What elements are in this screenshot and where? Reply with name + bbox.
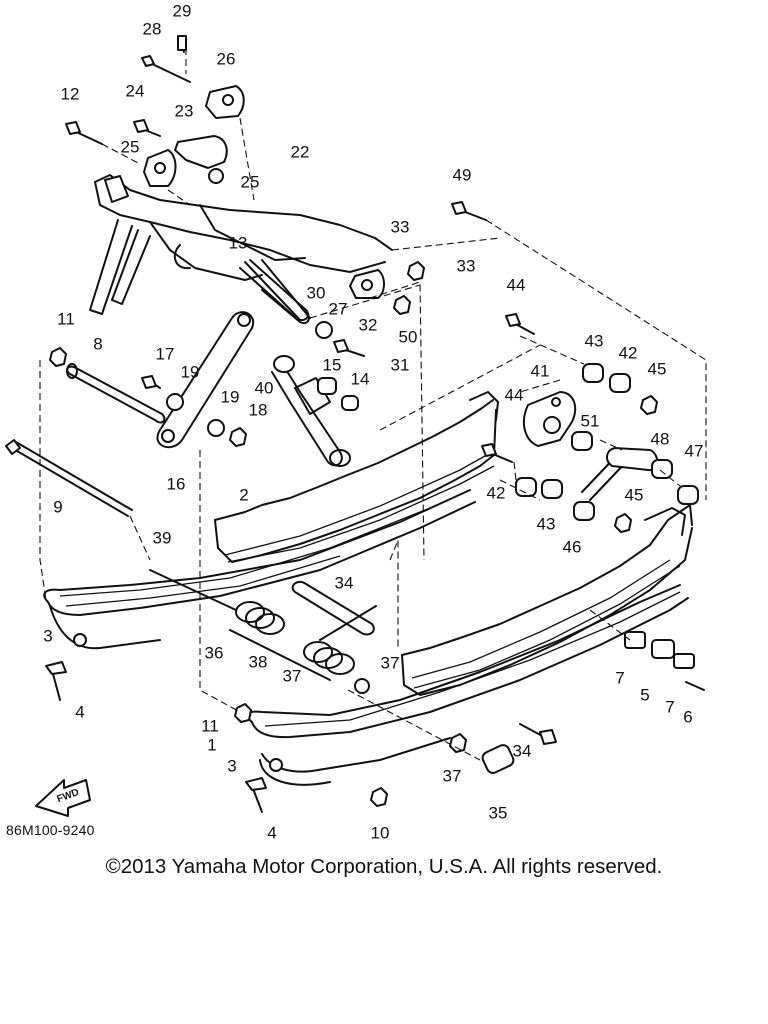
callout-36b: 37 — [283, 666, 302, 685]
callout-25: 26 — [217, 49, 236, 68]
callout-20: 22 — [291, 142, 310, 161]
callout-18: 18 — [249, 400, 268, 419]
drawing-code: 86M100-9240 — [6, 822, 95, 838]
callout-3a: 3 — [43, 626, 52, 645]
callout-35: 35 — [489, 803, 508, 822]
callout-44b: 44 — [505, 385, 524, 404]
right-slide-rail — [402, 505, 692, 695]
callout-6: 6 — [683, 707, 692, 726]
alignment-leader-lines — [40, 48, 706, 760]
rear-link-46 — [582, 448, 657, 500]
callout-45a: 45 — [648, 359, 667, 378]
callout-9: 9 — [53, 497, 62, 516]
callout-32: 34 — [513, 741, 532, 760]
callout-37b: 37 — [443, 766, 462, 785]
long-bolt-9 — [6, 440, 132, 516]
bracket-25-lower — [350, 270, 384, 298]
callout-26: 28 — [143, 19, 162, 38]
callout-34: 34 — [335, 573, 354, 592]
callout-33: 33 — [457, 256, 476, 275]
callout-1: 1 — [207, 735, 216, 754]
callout-11b: 11 — [201, 716, 219, 735]
callout-17: 17 — [156, 344, 175, 363]
left-ski-runner — [44, 490, 475, 648]
callout-39: 39 — [153, 528, 172, 547]
callout-40: 40 — [255, 378, 274, 397]
callout-5: 5 — [640, 685, 649, 704]
nuts-and-washers — [50, 169, 657, 806]
callout-36a: 36 — [205, 643, 224, 662]
callout-3b: 3 — [227, 756, 236, 775]
callout-24: 25 — [121, 137, 140, 156]
torsion-spring-left — [150, 570, 330, 680]
shaft-8 — [67, 364, 164, 422]
callout-38: 38 — [249, 652, 268, 671]
link-16 — [157, 312, 253, 447]
callout-42b: 42 — [487, 483, 506, 502]
callout-27: 29 — [173, 1, 192, 20]
part-callouts: 29 28 26 12 24 23 25 22 25 49 13 33 33 4… — [43, 1, 703, 842]
callout-23: 25 — [241, 172, 260, 191]
callout-28: 30 — [307, 283, 326, 302]
callout-19b: 19 — [221, 387, 240, 406]
callout-7b: 7 — [665, 697, 674, 716]
callout-42a: 42 — [619, 343, 638, 362]
copyright-notice: ©2013 Yamaha Motor Corporation, U.S.A. A… — [105, 855, 663, 878]
callout-12: 12 — [61, 84, 80, 103]
callout-4a: 4 — [75, 702, 84, 721]
callout-49: 49 — [453, 165, 472, 184]
shaft-28 — [240, 260, 308, 320]
callout-29: 31 — [391, 355, 410, 374]
callout-25b: 27 — [329, 299, 348, 318]
callout-37a: 37 — [381, 653, 400, 672]
callout-30: 32 — [359, 315, 378, 334]
callout-44a: 44 — [507, 275, 526, 294]
pivot-bracket-21 — [175, 136, 227, 168]
callout-11a: 11 — [57, 309, 75, 328]
callout-41: 41 — [531, 361, 550, 380]
forward-arrow-icon: FWD — [36, 780, 90, 816]
callout-50: 50 — [399, 327, 418, 346]
callout-15: 15 — [323, 355, 342, 374]
callout-14: 14 — [351, 369, 370, 388]
callout-43b: 43 — [537, 514, 556, 533]
bolts — [46, 36, 704, 812]
callout-2: 2 — [239, 485, 248, 504]
callout-8: 8 — [93, 334, 102, 353]
front-arm-frame — [90, 175, 392, 323]
callout-13: 13 — [229, 233, 248, 252]
callout-47: 47 — [685, 441, 704, 460]
left-slide-rail — [215, 392, 498, 562]
callout-7a: 7 — [615, 668, 624, 687]
callout-51: 51 — [581, 411, 600, 430]
parts-exploded-diagram: FWD 29 28 26 12 24 23 25 22 25 49 13 33 … — [0, 1, 768, 842]
callout-16: 16 — [167, 474, 186, 493]
callout-31: 33 — [391, 217, 410, 236]
callout-45b: 45 — [625, 485, 644, 504]
bushings — [318, 364, 698, 775]
callout-22: 24 — [126, 81, 145, 100]
callout-10: 10 — [371, 823, 390, 842]
torsion-spring-right — [304, 642, 354, 674]
lower-cross-shaft — [293, 582, 376, 640]
callout-4b: 4 — [267, 823, 276, 842]
rear-arm-41 — [524, 392, 575, 446]
callout-19a: 19 — [181, 362, 200, 381]
callout-46: 46 — [563, 537, 582, 556]
bracket-25-upper — [206, 86, 244, 118]
callout-48: 48 — [651, 429, 670, 448]
shock-absorber-40 — [272, 356, 350, 466]
callout-43a: 43 — [585, 331, 604, 350]
callout-21: 23 — [175, 101, 194, 120]
bracket-24 — [144, 150, 176, 186]
